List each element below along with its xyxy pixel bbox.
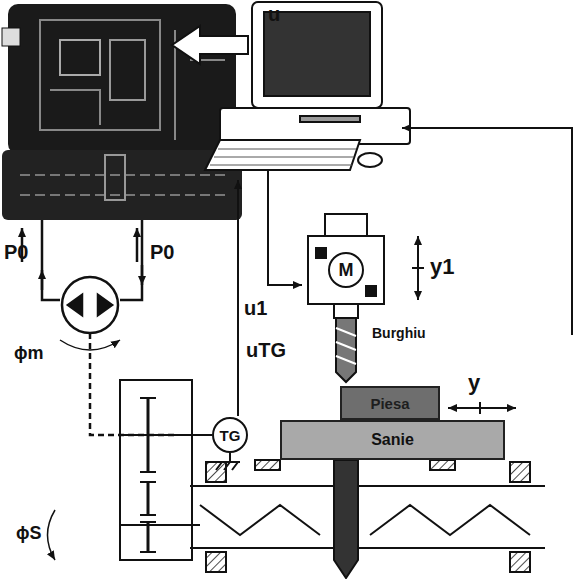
gear-train — [48, 380, 213, 560]
part-name: Burghiu — [372, 326, 426, 340]
pressure-label: P0 — [4, 242, 28, 262]
computer — [205, 2, 410, 170]
displacement-label: y1 — [430, 256, 454, 278]
lead-screw — [190, 460, 545, 578]
workpiece-box: Piesa — [340, 386, 440, 420]
displacement-label: y — [468, 372, 480, 394]
motor-symbol: M — [328, 252, 364, 288]
signal-name: u1 — [244, 298, 267, 318]
node-text: TG — [220, 427, 241, 444]
control-wire — [268, 128, 572, 335]
command-arrow — [172, 26, 248, 64]
angle-label: ϕS — [16, 524, 42, 542]
angle-label: ϕm — [14, 344, 44, 362]
hydraulic-lines — [22, 220, 175, 435]
node-text: Piesa — [370, 395, 409, 412]
slide-box: Sanie — [280, 420, 505, 460]
tachogenerator: TG — [212, 417, 248, 453]
signal-name: uTG — [246, 340, 286, 360]
node-text: Sanie — [371, 431, 414, 449]
signal-name: u — [268, 4, 280, 24]
tacho-wiring — [216, 180, 240, 470]
pressure-label: P0 — [150, 242, 174, 262]
node-text: M — [339, 260, 354, 281]
drill-motor — [308, 214, 516, 414]
